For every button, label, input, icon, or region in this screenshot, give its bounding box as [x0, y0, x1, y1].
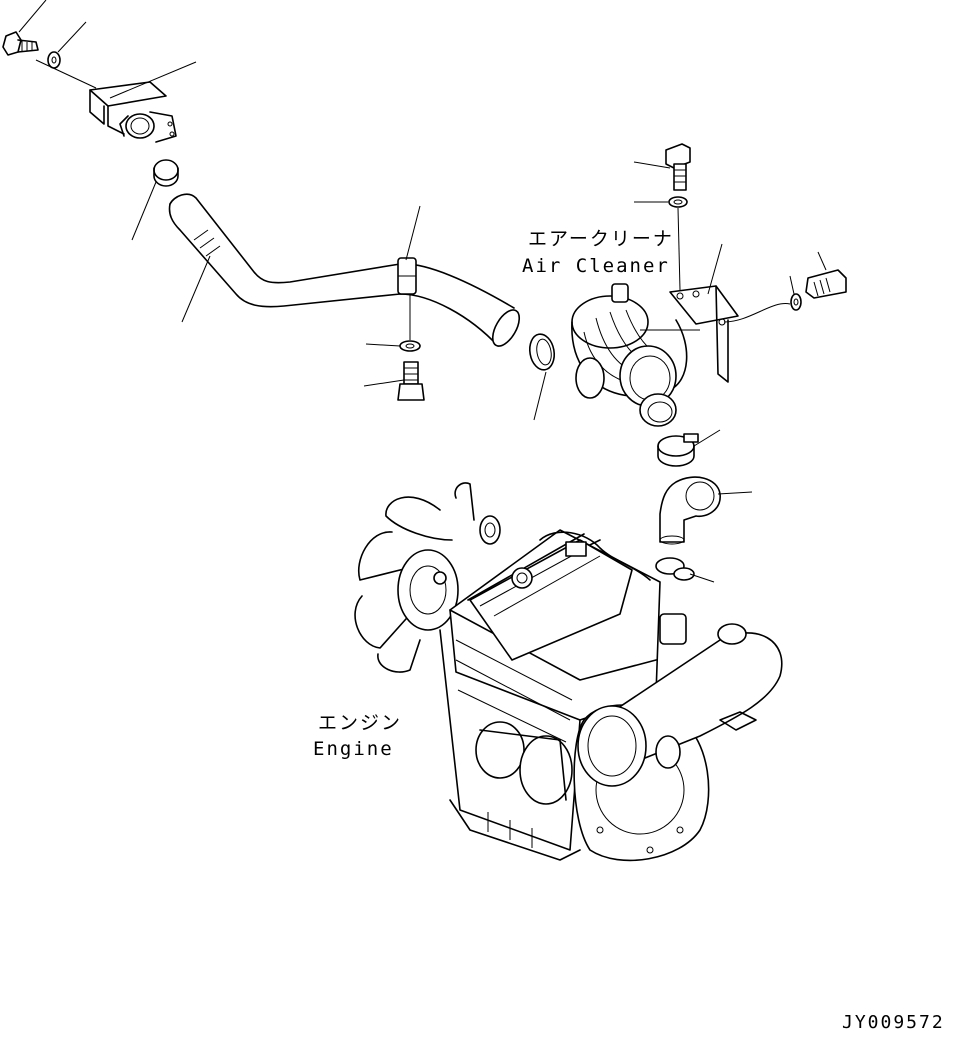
drawing-code: JY009572: [842, 1012, 945, 1033]
engine: [354, 482, 783, 862]
side-bolt-right: [805, 251, 847, 299]
top-left-bolt: [2, 0, 47, 56]
elbow-hose: [659, 476, 753, 545]
intake-hose: [168, 193, 521, 347]
lower-clamp-1: [657, 429, 721, 467]
top-left-washer: [47, 21, 87, 69]
air-cleaner: [571, 283, 700, 427]
side-washer-right: [789, 275, 802, 311]
top-bolt-right: [633, 143, 691, 191]
engine-label-jp: エンジン: [318, 712, 403, 734]
engine-label-en: Engine: [313, 738, 394, 760]
top-washer-right: [634, 196, 688, 291]
air-cleaner-label-jp: エアークリーナ: [528, 228, 674, 250]
hose-clamp-upper-left: [131, 159, 179, 241]
hose-washer: [365, 340, 421, 352]
air-cleaner-bracket: [669, 243, 791, 383]
hose-clamp-mid: [528, 333, 556, 421]
top-bracket: [35, 59, 197, 143]
hose-bolt: [363, 361, 425, 401]
air-cleaner-label-en: Air Cleaner: [522, 255, 670, 277]
lower-clamp-2: [655, 557, 715, 583]
